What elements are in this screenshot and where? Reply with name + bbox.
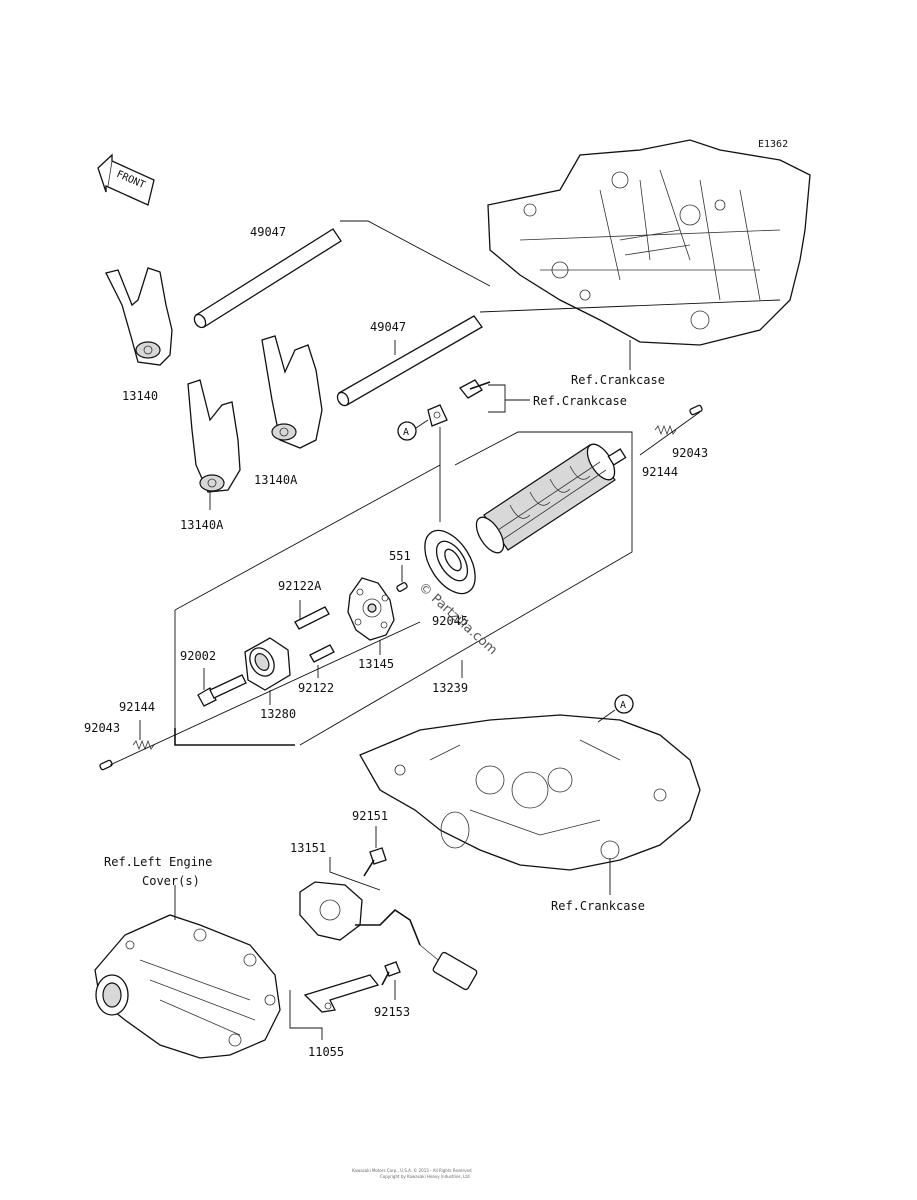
- callout-a-lower: [614, 694, 634, 714]
- gear-position-sensor: [299, 881, 478, 991]
- pin-92122: [309, 644, 335, 663]
- label-92122: 92122: [298, 681, 334, 695]
- shift-rod-upper: [193, 228, 342, 329]
- label-ref-left-engine-1: Ref.Left Engine: [104, 855, 212, 869]
- bolt-92151: [363, 847, 387, 877]
- label-13140: 13140: [122, 389, 158, 403]
- footer-line-2: Copyright by Kawasaki Heavy Industries, …: [380, 1174, 471, 1179]
- shift-rod-lower: [336, 315, 483, 407]
- callout-a-upper: [397, 421, 417, 441]
- shift-drum-holder: [244, 637, 291, 691]
- label-49047-mid: 49047: [370, 320, 406, 334]
- callout-a-upper-letter: A: [403, 427, 409, 438]
- diagram-code: E1362: [758, 139, 788, 150]
- pin-551: [396, 581, 408, 593]
- label-92151: 92151: [352, 809, 388, 823]
- shift-fork-13140a-bottom: [187, 379, 241, 493]
- label-92045: 92045: [432, 614, 468, 628]
- label-13280: 13280: [260, 707, 296, 721]
- label-ref-crankcase-bolt: Ref.Crankcase: [533, 394, 627, 408]
- label-92043-right: 92043: [672, 446, 708, 460]
- label-13151: 13151: [290, 841, 326, 855]
- shift-fork-13140a-right: [261, 335, 323, 449]
- label-13140a-right: 13140A: [254, 473, 298, 487]
- label-13140a-bottom: 13140A: [180, 518, 224, 532]
- bearing-plate: [427, 404, 448, 427]
- pin-92043-left: [99, 759, 113, 771]
- shift-drum: [475, 443, 627, 554]
- spring-92144-right: [654, 424, 677, 436]
- label-92043-left: 92043: [84, 721, 120, 735]
- spring-92144-left: [132, 739, 155, 751]
- front-arrow-icon: FRONT: [97, 153, 155, 206]
- label-13239: 13239: [432, 681, 468, 695]
- bolt-ref-crankcase: [459, 379, 491, 399]
- shift-drum-cam: [347, 577, 395, 641]
- pin-92122a: [294, 606, 330, 630]
- label-ref-left-engine-2: Cover(s): [142, 874, 200, 888]
- upper-crankcase: [487, 139, 811, 346]
- label-92144-right: 92144: [642, 465, 678, 479]
- label-92122a: 92122A: [278, 579, 322, 593]
- label-92153: 92153: [374, 1005, 410, 1019]
- lower-crankcase: [359, 714, 701, 871]
- label-ref-crankcase-top: Ref.Crankcase: [571, 373, 665, 387]
- label-92002: 92002: [180, 649, 216, 663]
- label-13145: 13145: [358, 657, 394, 671]
- callout-a-lower-letter: A: [620, 700, 626, 711]
- label-49047-top: 49047: [250, 225, 286, 239]
- shift-fork-13140: [105, 267, 173, 366]
- footer-line-1: Kawasaki Motors Corp., U.S.A. © 2013 - A…: [352, 1168, 472, 1173]
- pin-92043-right: [689, 404, 703, 416]
- bolt-92002: [197, 674, 247, 707]
- label-92144-left: 92144: [119, 700, 155, 714]
- label-11055: 11055: [308, 1045, 344, 1059]
- bearing-92045: [424, 529, 476, 595]
- bolt-92153: [381, 961, 401, 986]
- label-ref-crankcase-bottom: Ref.Crankcase: [551, 899, 645, 913]
- label-551: 551: [389, 549, 411, 563]
- bracket-11055: [303, 974, 380, 1013]
- left-engine-cover: [94, 914, 281, 1059]
